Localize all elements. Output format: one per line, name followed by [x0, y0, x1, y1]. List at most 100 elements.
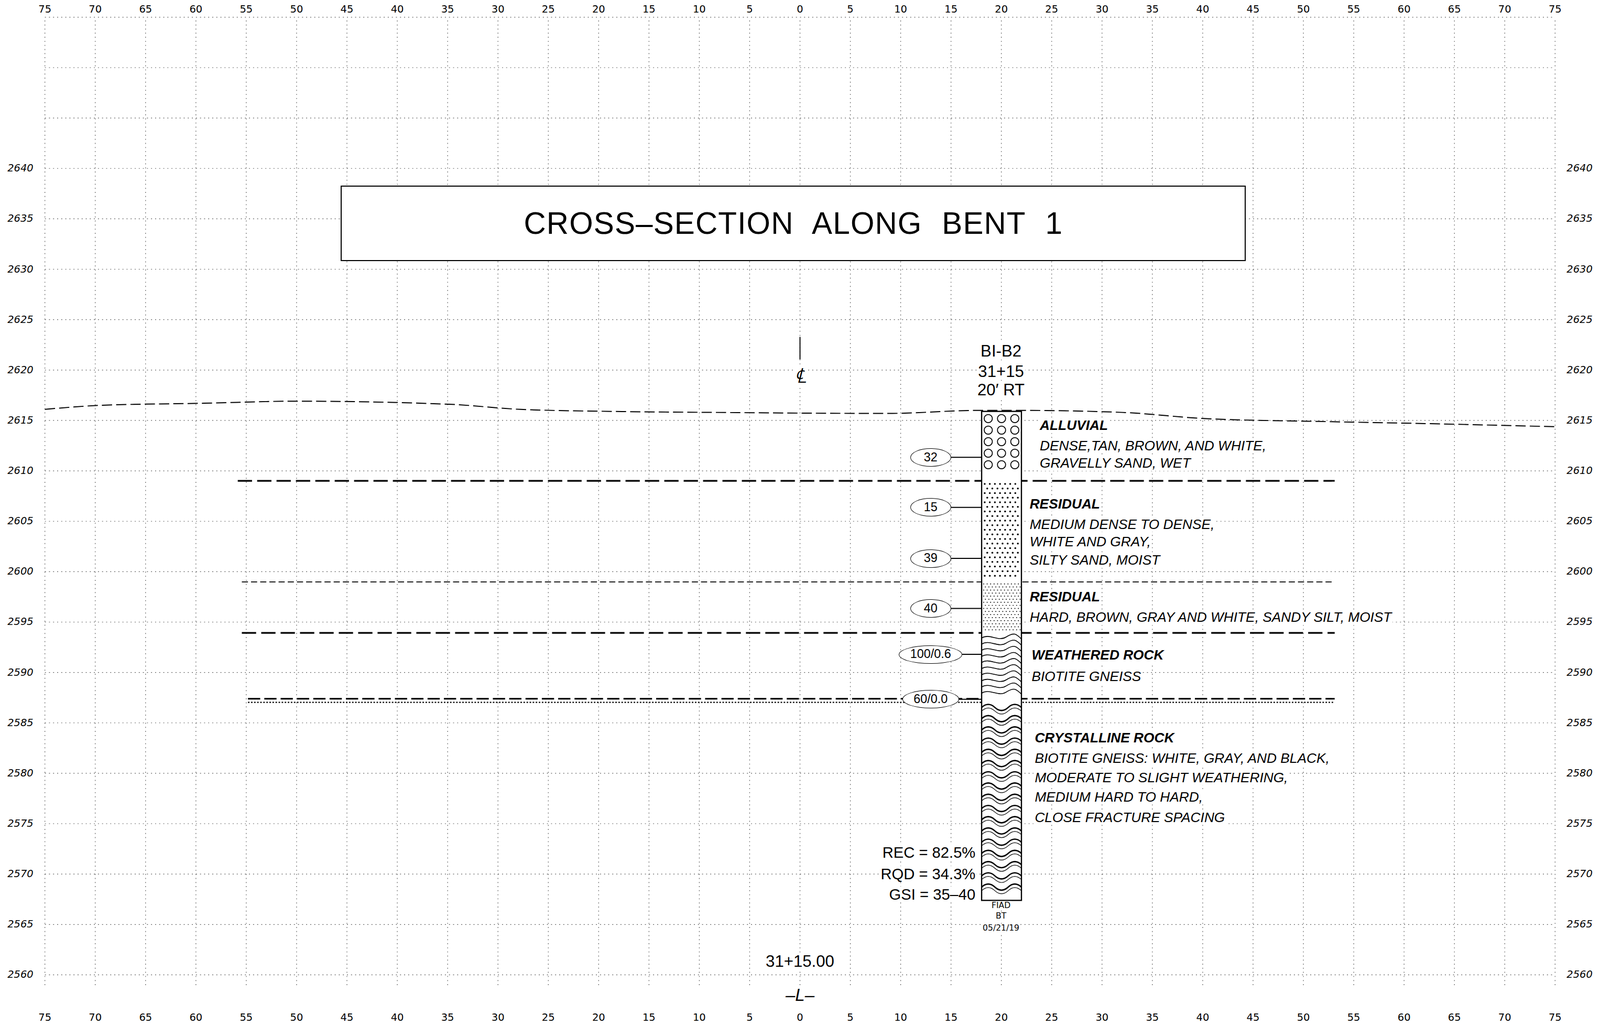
- sand-dot: [1014, 556, 1017, 559]
- sand-dot: [998, 574, 1001, 577]
- sand-dot: [1006, 560, 1009, 563]
- elevation-label: 2590: [6, 666, 35, 678]
- leader-line: [951, 607, 982, 609]
- elevation-label: 2560: [6, 969, 35, 980]
- offset-axis-label: 65: [137, 3, 154, 15]
- elevation-label: 2570: [6, 868, 35, 879]
- silt-dot: [1019, 623, 1021, 625]
- sand-dot: [1006, 496, 1009, 499]
- blow-count-text: 40: [923, 602, 938, 615]
- rock-foliation-line: [981, 741, 1022, 748]
- layer-boundary: [247, 697, 1335, 700]
- silt-dot: [993, 589, 995, 591]
- boring-id: BI-B2: [979, 342, 1023, 360]
- grid-line: [45, 470, 1556, 472]
- leader-line: [951, 456, 982, 458]
- elevation-label: 2595: [1565, 616, 1594, 627]
- rock-foliation-line: [981, 707, 1022, 714]
- silt-dot: [988, 610, 990, 612]
- spt-blow-count: 60/0.0: [902, 689, 960, 709]
- offset-axis-label: 70: [87, 3, 103, 15]
- silt-dot: [1014, 626, 1016, 628]
- offset-axis-label: 60: [188, 3, 204, 15]
- stratum-description: WHITE AND GRAY,: [1028, 534, 1152, 550]
- sand-dot: [991, 542, 994, 545]
- sand-dot: [1004, 510, 1007, 513]
- elevation-label: 2630: [1565, 263, 1594, 275]
- stratum-description: HARD, BROWN, GRAY AND WHITE, SANDY SILT,…: [1028, 610, 1393, 625]
- sand-dot: [1011, 542, 1015, 545]
- silt-dot: [992, 598, 994, 600]
- silt-dot: [986, 583, 988, 585]
- sand-dot: [983, 501, 986, 504]
- sand-dot: [1009, 547, 1012, 550]
- offset-axis-label: 60: [1396, 1011, 1412, 1023]
- offset-axis-label: 15: [641, 3, 657, 15]
- silt-dot: [1014, 613, 1016, 615]
- sand-dot: [988, 574, 992, 577]
- rock-foliation-line: [981, 842, 1022, 849]
- boring-offset: 20′ RT: [976, 381, 1026, 399]
- silt-dot: [986, 589, 988, 591]
- grid-line: [850, 20, 851, 985]
- silt-dot: [1004, 583, 1006, 585]
- sand-dot: [1001, 514, 1004, 517]
- elevation-label: 2615: [1565, 415, 1594, 426]
- gravel-symbol: [1010, 414, 1020, 423]
- silt-dot: [1012, 623, 1014, 625]
- grid-line: [1353, 20, 1355, 985]
- grid-line: [45, 571, 1556, 572]
- elevation-label: 2640: [6, 162, 35, 174]
- station-label: 31+15.00: [764, 952, 836, 971]
- gravel-symbol: [1010, 460, 1020, 470]
- silt-dot: [993, 601, 995, 603]
- elevation-label: 2615: [6, 415, 35, 426]
- offset-axis-label: 5: [845, 1011, 855, 1023]
- sand-dot: [1009, 501, 1012, 504]
- silt-dot: [988, 598, 990, 600]
- elevation-label: 2585: [6, 717, 35, 728]
- leader-group: [951, 456, 982, 699]
- offset-axis-label: 70: [1497, 3, 1513, 15]
- silt-dot: [1010, 619, 1012, 622]
- silt-dot: [1007, 607, 1009, 609]
- sand-dot: [983, 482, 986, 485]
- section-scale-group: [45, 17, 1556, 985]
- silt-dot: [984, 616, 986, 618]
- silt-dot: [1016, 616, 1018, 618]
- silt-dot: [1004, 601, 1006, 603]
- boring-termination: FIAD: [990, 900, 1012, 910]
- sand-dot: [1014, 510, 1017, 513]
- grid-line: [45, 168, 1556, 169]
- rock-foliation-line: [981, 715, 1022, 722]
- rock-foliation-line: [981, 850, 1022, 857]
- silt-dot: [983, 619, 985, 622]
- rock-foliation-line: [981, 864, 1022, 872]
- silt-dot: [992, 604, 994, 606]
- elevation-label: 2640: [1565, 162, 1594, 174]
- offset-axis-label: 10: [691, 1011, 707, 1023]
- gravel-symbol: [1010, 426, 1020, 435]
- grid: [45, 17, 1556, 985]
- silt-dot: [992, 586, 994, 588]
- sand-dot: [1006, 542, 1009, 545]
- sand-dot: [1016, 514, 1019, 517]
- stratum-description: BIOTITE GNEISS: [1030, 669, 1143, 684]
- sand-dot: [988, 492, 992, 495]
- silt-dot: [1005, 623, 1007, 625]
- offset-axis-label: 65: [1446, 3, 1463, 15]
- sand-dot: [998, 510, 1001, 513]
- sand-dot: [1004, 501, 1007, 504]
- offset-axis-label: 10: [893, 3, 909, 15]
- sand-dot: [1001, 542, 1004, 545]
- silt-dot: [1016, 623, 1018, 625]
- sand-dot: [1009, 492, 1012, 495]
- sand-dot: [998, 519, 1001, 522]
- silt-dot: [996, 613, 998, 615]
- gravel-symbol: [984, 414, 993, 423]
- silt-dot: [986, 619, 988, 622]
- silt-dot: [1000, 613, 1002, 615]
- offset-axis-label: 5: [845, 3, 855, 15]
- sand-dot: [986, 487, 989, 490]
